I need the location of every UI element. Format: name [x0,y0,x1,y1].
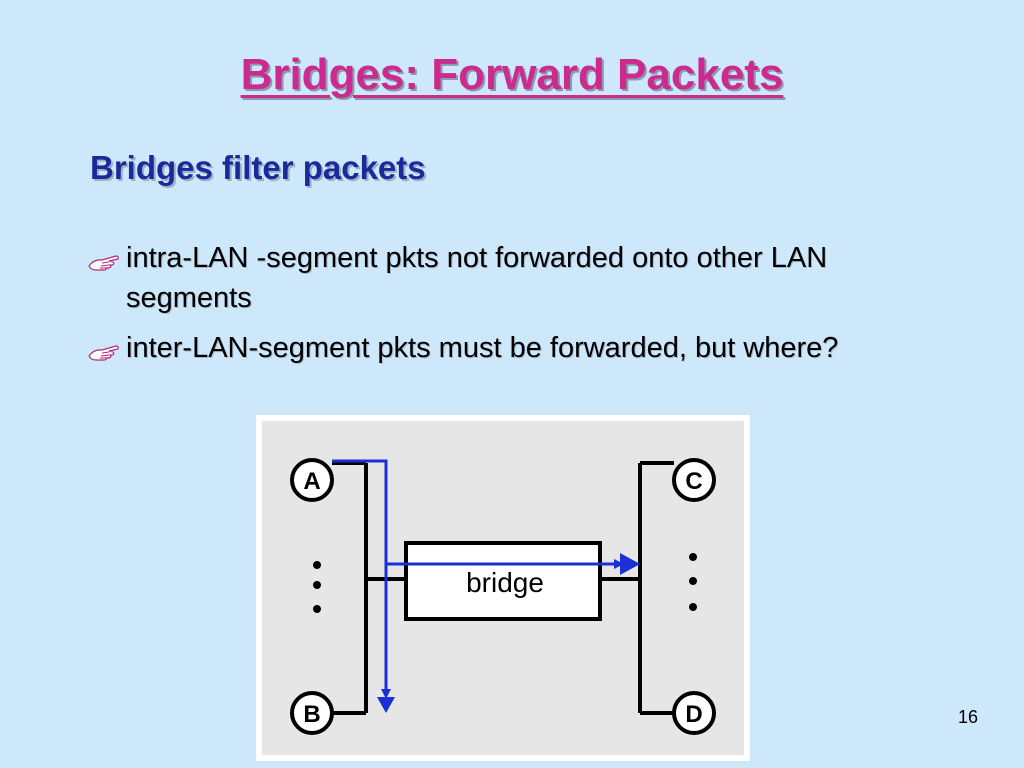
node-c: C [672,458,716,502]
node-b: B [290,691,334,735]
page-number: 16 [957,707,978,727]
bridge-box: bridge [404,541,602,621]
hand-pointer-icon [88,345,119,361]
bullet-item: intra-LAN -segment pkts not forwarded on… [86,238,916,318]
node-a-label: A [303,468,320,495]
right-lan-segment [600,461,697,715]
packet-path-arrows [332,459,640,713]
bridge-diagram-svg: A B C D bridge [262,421,744,755]
slide-subtitle: Bridges filter packets [90,149,426,186]
node-b-label: B [303,701,320,728]
hand-pointer-icon [88,255,119,271]
bullet-text: inter-LAN-segment pkts must be forwarded… [126,332,839,364]
down-arrowhead [377,697,395,713]
right-arrowhead [620,553,640,575]
bridge-diagram: A B C D bridge [256,415,750,761]
slide-title: Bridges: Forward Packets [240,50,784,99]
node-a: A [290,458,334,502]
node-d-label: D [685,701,702,728]
node-d: D [672,691,716,735]
bullet-list: intra-LAN -segment pkts not forwarded on… [86,238,916,378]
down-arrow-a-to-b [332,459,391,699]
node-c-label: C [685,468,702,495]
left-lan-segment [313,461,406,715]
bridge-label: bridge [466,567,544,598]
bullet-item: inter-LAN-segment pkts must be forwarded… [86,328,916,368]
bullet-text: intra-LAN -segment pkts not forwarded on… [126,242,828,314]
